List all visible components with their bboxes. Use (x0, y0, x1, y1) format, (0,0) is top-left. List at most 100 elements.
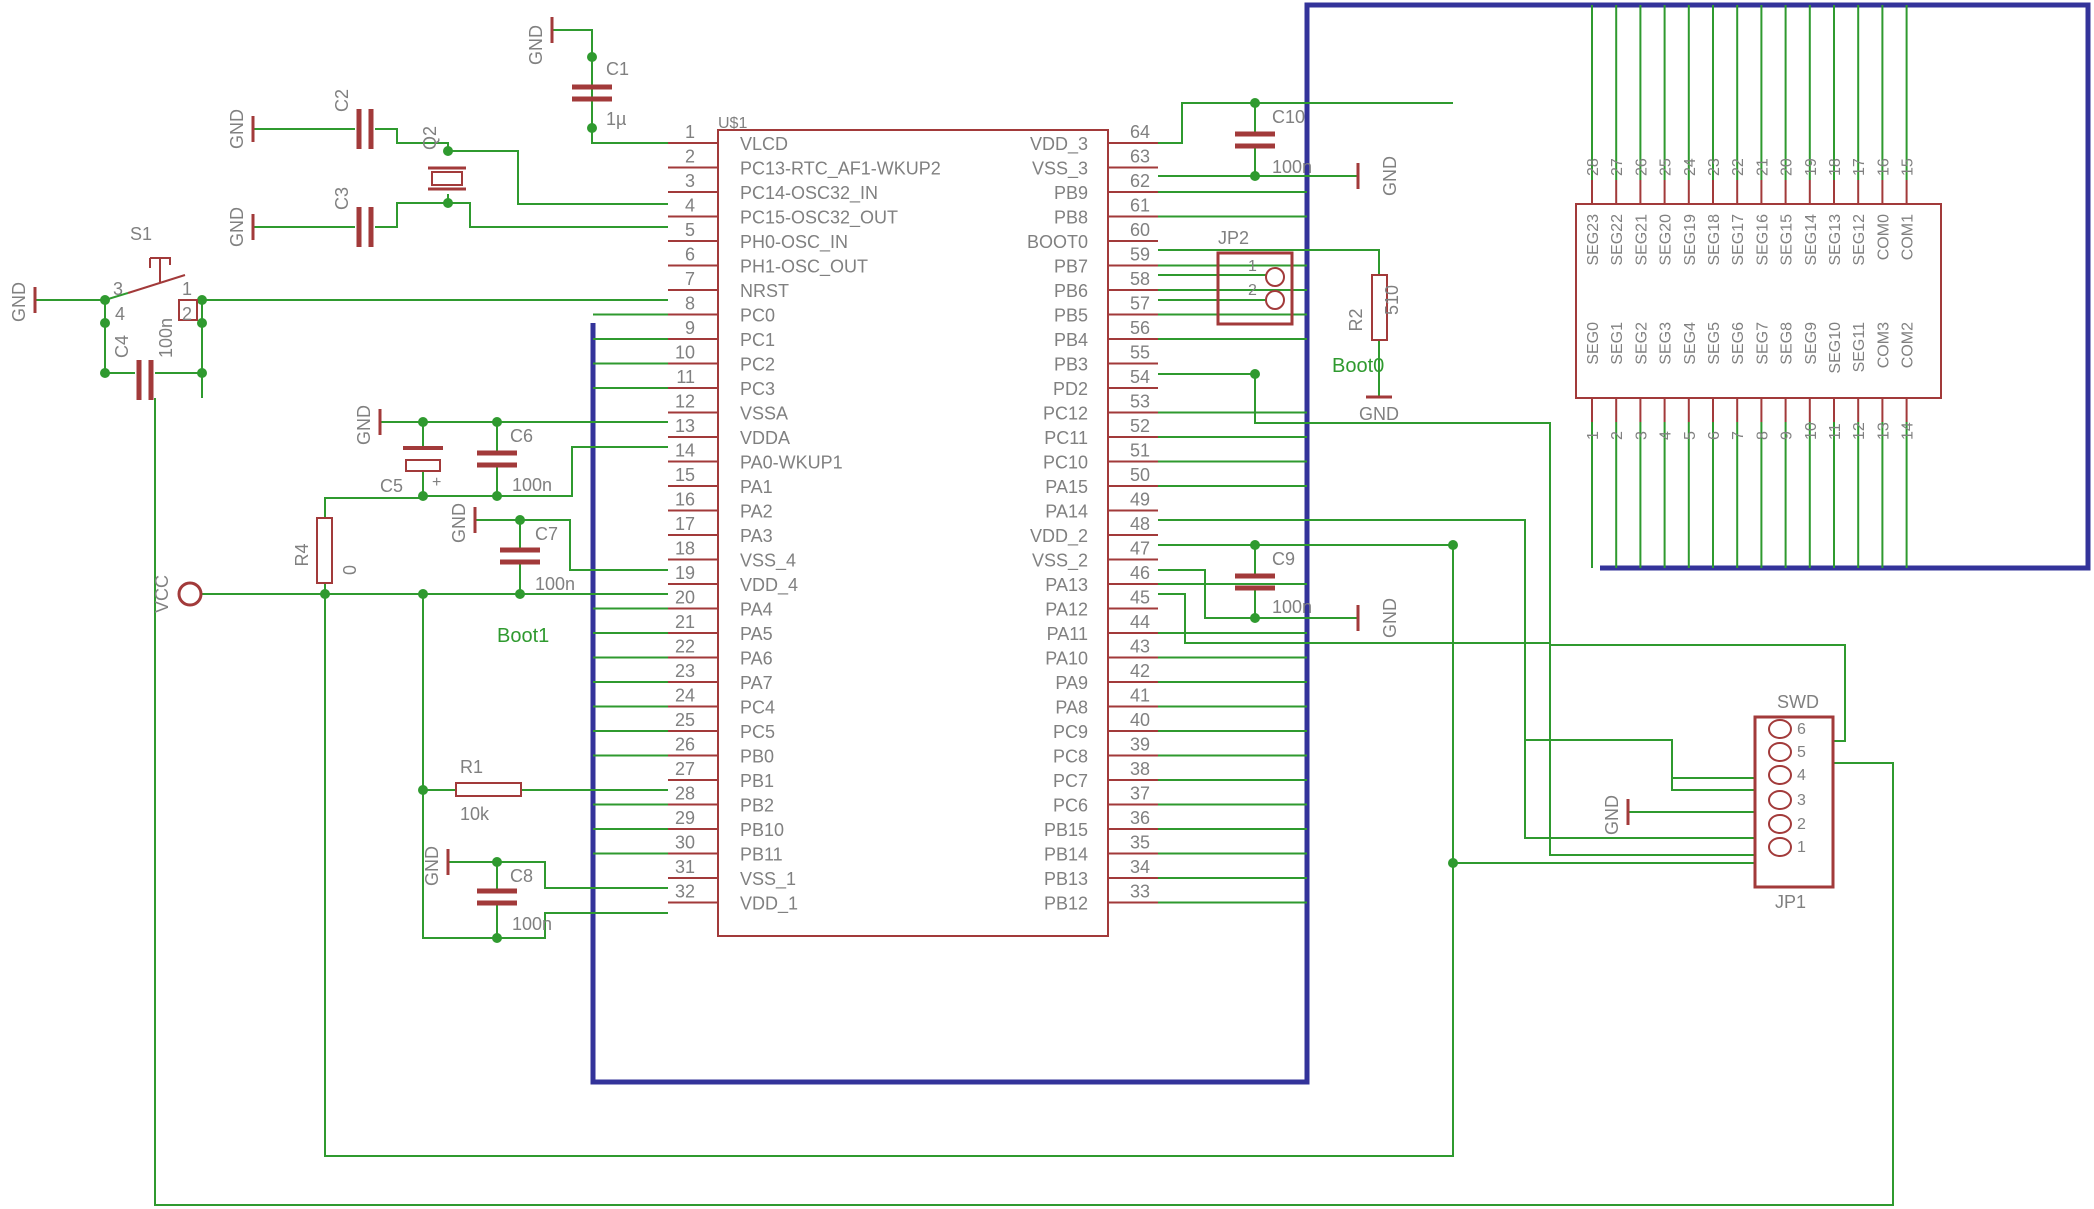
mcu-left-pin-number: 15 (675, 465, 695, 485)
mcu-right-pin-number: 64 (1130, 122, 1150, 142)
pb3-wire (1158, 373, 1755, 856)
junction-dot (100, 318, 110, 328)
mcu-left-pin-name: VDD_4 (740, 575, 798, 596)
r4-down (324, 545, 1454, 1157)
s1-pin-4: 4 (115, 304, 125, 324)
mcu-left-pin-number: 13 (675, 416, 695, 436)
mcu-right-pin-name: PC7 (1053, 771, 1088, 791)
mcu-left-pin-number: 6 (685, 245, 695, 265)
mcu-right-pin-number: 47 (1130, 539, 1150, 559)
mcu-right-pin-number: 35 (1130, 833, 1150, 853)
junction-dot (1448, 858, 1458, 868)
mcu-right-pin-number: 44 (1130, 612, 1150, 632)
lcd-bottom-pin-number: 3 (1633, 431, 1650, 440)
s1-pin-3: 3 (113, 279, 123, 299)
mcu-left-pin-name: VDD_1 (740, 894, 798, 915)
mcu-left-pin-name: PC0 (740, 306, 775, 326)
c7-value: 100n (535, 574, 575, 594)
lcd-top-pin-name: SEG23 (1585, 214, 1602, 266)
lcd-top-pin-number: 20 (1779, 158, 1796, 176)
c4-name: C4 (112, 335, 132, 358)
vcc-label: VCC (152, 575, 172, 613)
jp1-name: JP1 (1775, 892, 1806, 912)
gnd-jp1-label: GND (1602, 795, 1622, 835)
mcu-left-pin-number: 17 (675, 514, 695, 534)
mcu-left-pin-name: PC5 (740, 722, 775, 742)
junction-dot (197, 318, 207, 328)
lcd-top-pin-number: 15 (1900, 158, 1917, 176)
jp2-pin-1-label: 1 (1248, 258, 1257, 275)
c2-wire-2 (375, 128, 449, 151)
mcu-left-pin-name: PC14-OSC32_IN (740, 183, 878, 204)
s1-pin-2: 2 (182, 304, 192, 324)
jp2-pin-2 (1265, 290, 1285, 310)
mcu-left-pin-number: 31 (675, 857, 695, 877)
r4-body (316, 517, 333, 584)
mcu-body (717, 129, 1109, 937)
c9-value: 100n (1272, 597, 1312, 617)
junction-dot (100, 368, 110, 378)
r4-value: 0 (340, 565, 360, 575)
c10-name: C10 (1272, 107, 1305, 127)
c8-gnd (448, 861, 668, 889)
c5-name: C5 (380, 476, 403, 496)
gnd-s1-label: GND (9, 282, 29, 322)
lcd-bottom-pin-number: 7 (1730, 431, 1747, 440)
mcu-left-pin-name: VLCD (740, 134, 788, 154)
c4-value: 100n (156, 318, 176, 358)
mcu-left-pin-number: 26 (675, 735, 695, 755)
r2-name: R2 (1346, 308, 1366, 331)
mcu-left-pin-number: 21 (675, 612, 695, 632)
mcu-right-pin-number: 46 (1130, 563, 1150, 583)
jp2-pin-2-label: 2 (1248, 282, 1257, 299)
vdda-wire (423, 446, 668, 497)
lcd-bottom-pin-name: SEG5 (1706, 322, 1723, 365)
lcd-top-pin-name: SEG15 (1779, 214, 1796, 266)
lcd-top-pin-number: 26 (1633, 158, 1650, 176)
mcu-left-pin-number: 2 (685, 147, 695, 167)
mcu-right-pin-number: 51 (1130, 441, 1150, 461)
mcu-right-pin-name: PB14 (1044, 845, 1088, 865)
lcd-body (1575, 203, 1942, 399)
c5-plus: + (432, 474, 441, 491)
lcd-top-pin-number: 28 (1585, 158, 1602, 176)
junction-dot (492, 857, 502, 867)
mcu-right-pin-name: PD2 (1053, 379, 1088, 399)
c6-name: C6 (510, 426, 533, 446)
lcd-bottom-pin-name: COM2 (1900, 322, 1917, 368)
jp1-pin-label: 1 (1797, 839, 1806, 856)
lcd-top-pin-number: 22 (1730, 158, 1747, 176)
mcu-right-pin-number: 56 (1130, 318, 1150, 338)
r1-value: 10k (460, 804, 490, 824)
junction-dot (587, 52, 597, 62)
junction-dot (100, 295, 110, 305)
mcu-right-pin-name: PB8 (1054, 208, 1088, 228)
mcu-right-pin-number: 61 (1130, 196, 1150, 216)
bus-lines (590, 2, 2091, 1085)
mcu-right-pin-name: PB12 (1044, 894, 1088, 914)
mcu-left-pin-number: 5 (685, 220, 695, 240)
lcd-top-pin-number: 27 (1609, 158, 1626, 176)
junction-dot (197, 368, 207, 378)
r1-body (455, 782, 522, 797)
mcu-left-pin-number: 18 (675, 539, 695, 559)
lcd-top-pin-name: COM0 (1875, 214, 1892, 260)
mcu-right-pin-number: 45 (1130, 588, 1150, 608)
pa14-swclk (1524, 520, 1755, 791)
mcu-right-pin-number: 48 (1130, 514, 1150, 534)
r4-name: R4 (292, 543, 312, 566)
lcd-bottom-pin-number: 10 (1803, 422, 1820, 440)
mcu-left-pin-name: PH1-OSC_OUT (740, 257, 868, 278)
mcu-left-pin-name: PA0-WKUP1 (740, 453, 843, 473)
vcc-bottom-loop (154, 398, 1894, 1206)
mcu-right-pin-number: 52 (1130, 416, 1150, 436)
c7-name: C7 (535, 524, 558, 544)
jp1-pin-label: 5 (1797, 744, 1806, 761)
mcu-right-pin-number: 58 (1130, 269, 1150, 289)
junction-dot (418, 785, 428, 795)
lcd-bottom-pin-number: 6 (1706, 431, 1723, 440)
lcd-bottom-pin-name: SEG9 (1803, 322, 1820, 365)
mcu-right-pin-name: PC6 (1053, 796, 1088, 816)
mcu-left-pin-name: PA3 (740, 526, 773, 546)
lcd-top-pin-name: COM1 (1900, 214, 1917, 260)
